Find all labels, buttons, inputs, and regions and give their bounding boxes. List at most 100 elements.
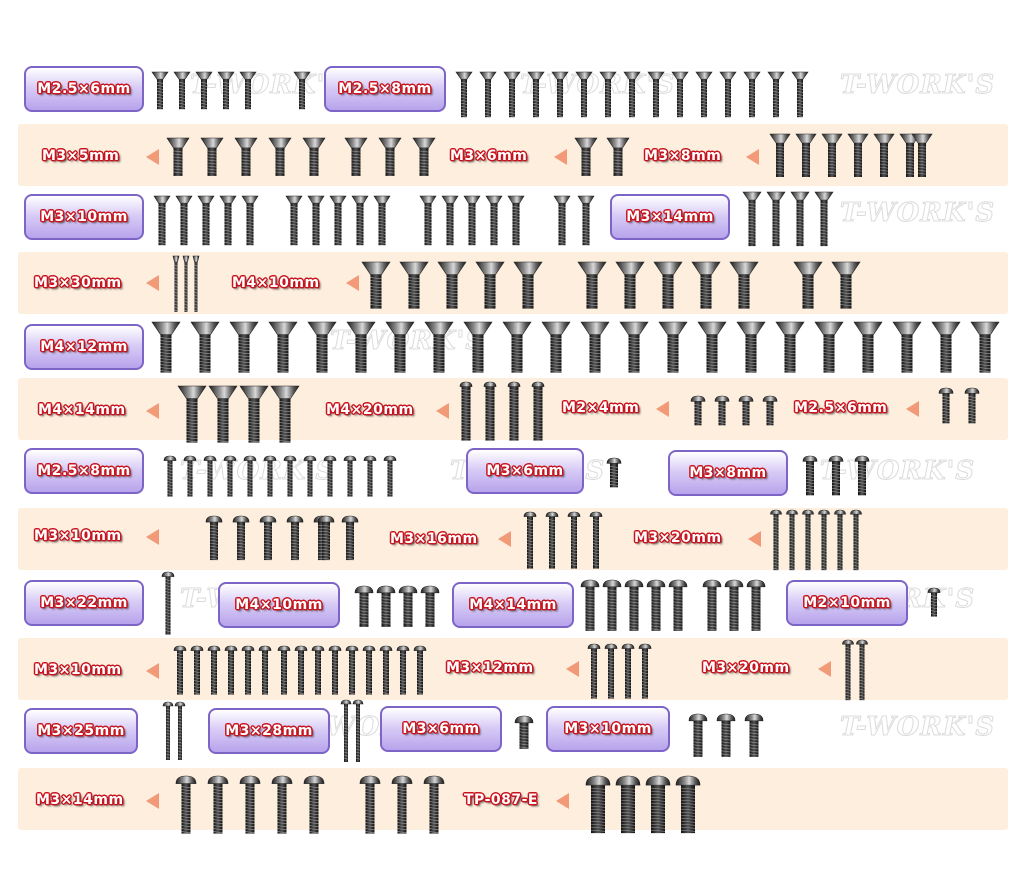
countersunk-screw xyxy=(577,195,595,246)
countersunk-screw xyxy=(853,321,883,373)
countersunk-screw xyxy=(658,321,688,373)
countersunk-screw xyxy=(736,321,766,373)
countersunk-screw xyxy=(399,261,429,309)
button-head-screw xyxy=(317,515,335,561)
button-head-screw xyxy=(459,381,473,441)
button-head-screw xyxy=(223,455,237,497)
button-head-screw xyxy=(303,775,325,834)
button-head-screw xyxy=(828,455,844,496)
countersunk-screw xyxy=(541,321,571,373)
button-head-screw xyxy=(271,775,293,834)
countersunk-screw xyxy=(795,133,817,177)
countersunk-screw xyxy=(793,261,823,309)
countersunk-screw xyxy=(911,133,933,177)
button-head-screw xyxy=(744,713,764,757)
button-head-screw xyxy=(567,511,581,569)
countersunk-screw xyxy=(217,71,235,110)
button-head-screw xyxy=(283,455,297,497)
countersunk-screw xyxy=(351,195,369,246)
size-label: M2×4mm xyxy=(562,400,640,416)
button-head-screw xyxy=(668,579,688,631)
button-head-screw xyxy=(604,643,618,699)
size-tag-m3x10: M3×10mm xyxy=(24,194,144,240)
button-head-screw xyxy=(341,515,359,561)
countersunk-screw xyxy=(239,71,257,110)
button-head-screw xyxy=(396,645,410,695)
countersunk-screw xyxy=(691,261,721,309)
pointer-arrow xyxy=(498,531,511,547)
countersunk-screw xyxy=(892,321,922,373)
countersunk-screw xyxy=(302,137,326,176)
button-head-screw xyxy=(531,381,545,441)
button-head-screw xyxy=(277,645,291,695)
button-head-screw xyxy=(585,775,611,834)
button-head-screw xyxy=(232,515,250,561)
button-head-screw xyxy=(379,645,393,695)
watermark-text: T-WORK'S xyxy=(819,456,976,487)
button-head-screw xyxy=(746,579,766,631)
pointer-arrow xyxy=(436,403,449,419)
size-label: M2.5×8mm xyxy=(338,81,432,97)
button-head-screw xyxy=(241,645,255,695)
size-label: M3×14mm xyxy=(626,209,714,225)
size-tag-m4x10: M4×10mm xyxy=(218,582,340,628)
countersunk-screw xyxy=(623,71,641,118)
watermark-text: T-WORK'S xyxy=(839,70,996,101)
size-label: M4×10mm xyxy=(232,275,320,291)
button-head-screw xyxy=(645,775,671,834)
countersunk-screw xyxy=(412,137,436,176)
countersunk-screw xyxy=(463,195,481,246)
countersunk-screw xyxy=(729,261,759,309)
size-label: M4×12mm xyxy=(40,339,128,355)
countersunk-screw xyxy=(419,195,437,246)
button-head-screw xyxy=(175,775,197,834)
size-label: M3×16mm xyxy=(390,531,478,547)
countersunk-screw xyxy=(361,261,391,309)
button-head-screw xyxy=(258,645,272,695)
button-head-screw xyxy=(523,511,537,569)
countersunk-screw xyxy=(847,133,869,177)
button-head-screw xyxy=(263,455,277,497)
pointer-arrow xyxy=(656,401,669,417)
row-2-band xyxy=(18,124,1008,186)
button-head-screw xyxy=(162,701,174,760)
button-head-screw xyxy=(163,455,177,497)
countersunk-screw xyxy=(239,385,269,443)
size-label: M2×10mm xyxy=(803,595,891,611)
button-head-screw xyxy=(259,515,277,561)
countersunk-screw xyxy=(553,195,571,246)
countersunk-screw xyxy=(814,191,834,247)
button-head-screw xyxy=(818,509,830,571)
size-label: TP-087-E xyxy=(464,792,538,808)
button-head-screw xyxy=(207,645,221,695)
countersunk-screw xyxy=(719,71,737,118)
countersunk-screw xyxy=(268,137,292,176)
button-head-screw xyxy=(615,775,641,834)
countersunk-screw xyxy=(507,195,525,246)
button-head-screw xyxy=(239,775,261,834)
button-head-screw xyxy=(842,639,854,701)
size-label: M3×8mm xyxy=(644,148,722,164)
button-head-screw xyxy=(854,455,870,496)
countersunk-screw xyxy=(208,385,238,443)
row-8-band xyxy=(18,508,1008,570)
button-head-screw xyxy=(602,579,622,631)
button-head-screw xyxy=(856,639,868,701)
button-head-screw xyxy=(398,585,418,627)
countersunk-screw xyxy=(270,385,300,443)
pointer-arrow xyxy=(556,793,569,809)
countersunk-screw xyxy=(551,71,569,118)
size-tag-m4x12: M4×12mm xyxy=(24,324,144,370)
size-label: M3×20mm xyxy=(702,660,790,676)
watermark-text: T-WORK'S xyxy=(189,70,346,101)
countersunk-screw xyxy=(373,195,391,246)
countersunk-screw xyxy=(580,321,610,373)
button-head-screw xyxy=(363,455,377,497)
countersunk-screw xyxy=(831,261,861,309)
size-tag-m3x6-flanged: M3×6mm xyxy=(380,706,502,752)
size-tag-m2-5x8-button: M2.5×8mm xyxy=(24,448,144,494)
size-label: M3×10mm xyxy=(40,209,128,225)
countersunk-screw xyxy=(821,133,843,177)
countersunk-screw xyxy=(346,321,376,373)
